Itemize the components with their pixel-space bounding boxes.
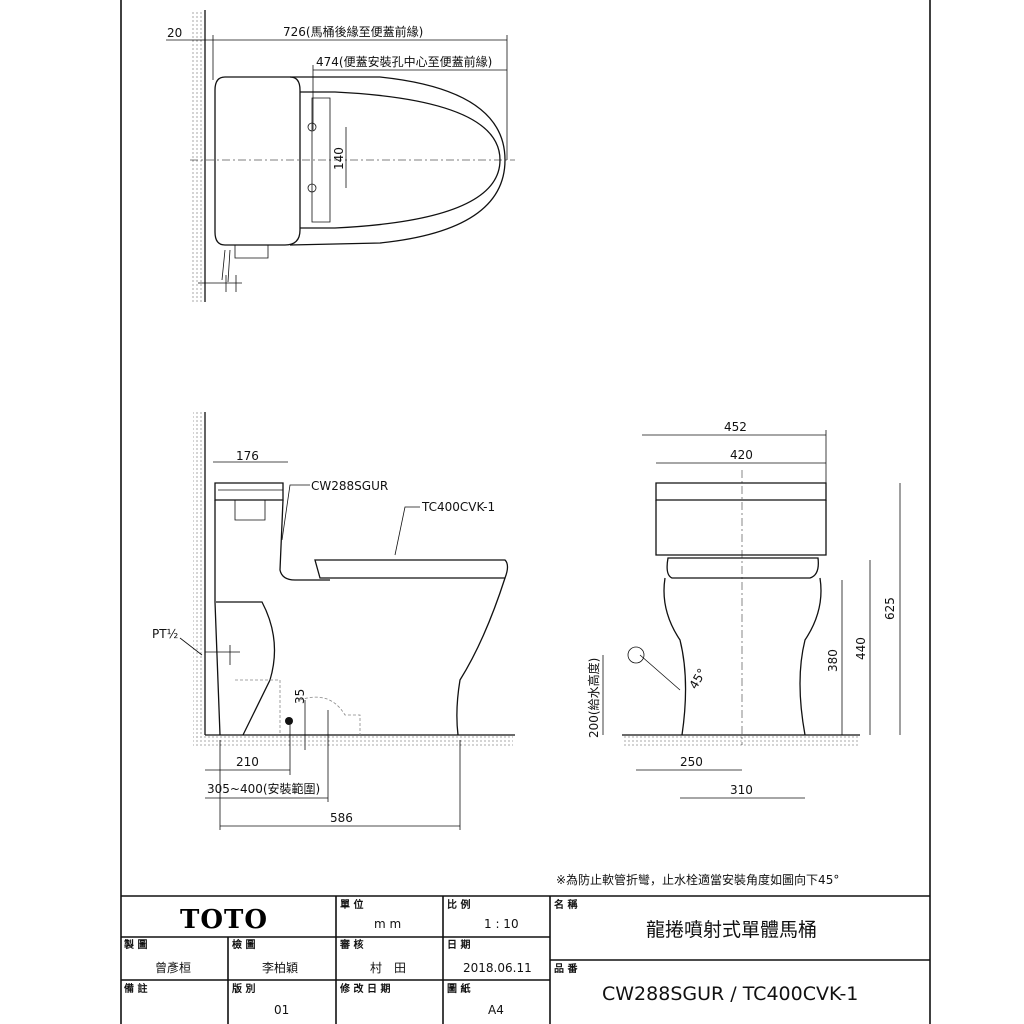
toto-logo: TOTO	[180, 905, 268, 935]
name-label: 名 稱	[554, 898, 577, 911]
revision-date-label: 修 改 日 期	[339, 982, 390, 995]
dim-420: 420	[730, 448, 753, 462]
date-label: 日 期	[447, 938, 470, 951]
drawn-label: 製 圖	[123, 938, 147, 951]
remarks-label: 備 註	[124, 982, 147, 995]
angle-45: 45°	[686, 666, 709, 691]
paper-label: 圖 紙	[447, 982, 470, 995]
scale-value: 1 : 10	[484, 917, 519, 931]
unit-label: 單 位	[340, 898, 363, 911]
side-view: 176 CW288SGUR TC400CVK-1 PT½ 35 210 305~…	[152, 412, 515, 830]
dim-tank-depth: 176	[236, 449, 259, 463]
dim-250: 250	[680, 755, 703, 769]
approved-value: 村 田	[370, 961, 406, 975]
dim-wall-offset: 20	[167, 26, 182, 40]
title-block: TOTO 單 位 m m 比 例 1 : 10 名 稱 龍捲噴射式單體馬桶 製 …	[121, 895, 930, 1024]
front-view: 452 420 625 440 380 200(給水高度) 45° 250 31…	[586, 420, 901, 799]
label-seat-model: TC400CVK-1	[421, 500, 495, 514]
dim-310: 310	[730, 783, 753, 797]
unit-value: m m	[374, 917, 401, 931]
dim-supply-height: 200(給水高度)	[586, 658, 601, 738]
part-number: CW288SGUR / TC400CVK-1	[602, 983, 858, 1005]
date-value: 2018.06.11	[463, 961, 532, 975]
installation-note: ※為防止軟管折彎，止水栓適當安裝角度如圖向下45°	[556, 872, 839, 887]
dim-total-length: 726(馬桶後緣至便蓋前緣)	[283, 24, 423, 39]
label-pipe-thread: PT½	[152, 627, 178, 641]
dim-625: 625	[883, 597, 897, 620]
dim-hole-spacing: 140	[332, 147, 346, 170]
top-view: 20 726(馬桶後緣至便蓋前緣) 474(便蓋安裝孔中心至便蓋前緣) 140	[166, 10, 515, 302]
checked-label: 檢 圖	[232, 938, 255, 951]
product-name: 龍捲噴射式單體馬桶	[646, 919, 817, 941]
dim-440: 440	[854, 637, 868, 660]
dim-380: 380	[826, 649, 840, 672]
sheet-frame	[120, 0, 931, 1024]
dim-install-range: 305~400(安裝範圍)	[207, 781, 320, 796]
version-value: 01	[274, 1003, 289, 1017]
dim-586: 586	[330, 811, 353, 825]
paper-value: A4	[488, 1003, 504, 1017]
part-label: 品 番	[554, 962, 578, 975]
version-label: 版 別	[232, 982, 255, 995]
dim-452: 452	[724, 420, 747, 434]
checked-value: 李柏穎	[262, 960, 298, 975]
dim-210: 210	[236, 755, 259, 769]
scale-label: 比 例	[447, 898, 470, 911]
dim-seat-length: 474(便蓋安裝孔中心至便蓋前緣)	[316, 54, 492, 69]
approved-label: 審 核	[339, 938, 363, 951]
label-bowl-model: CW288SGUR	[311, 479, 388, 493]
drawn-value: 曾彥桓	[155, 960, 191, 975]
dim-35: 35	[293, 689, 307, 704]
